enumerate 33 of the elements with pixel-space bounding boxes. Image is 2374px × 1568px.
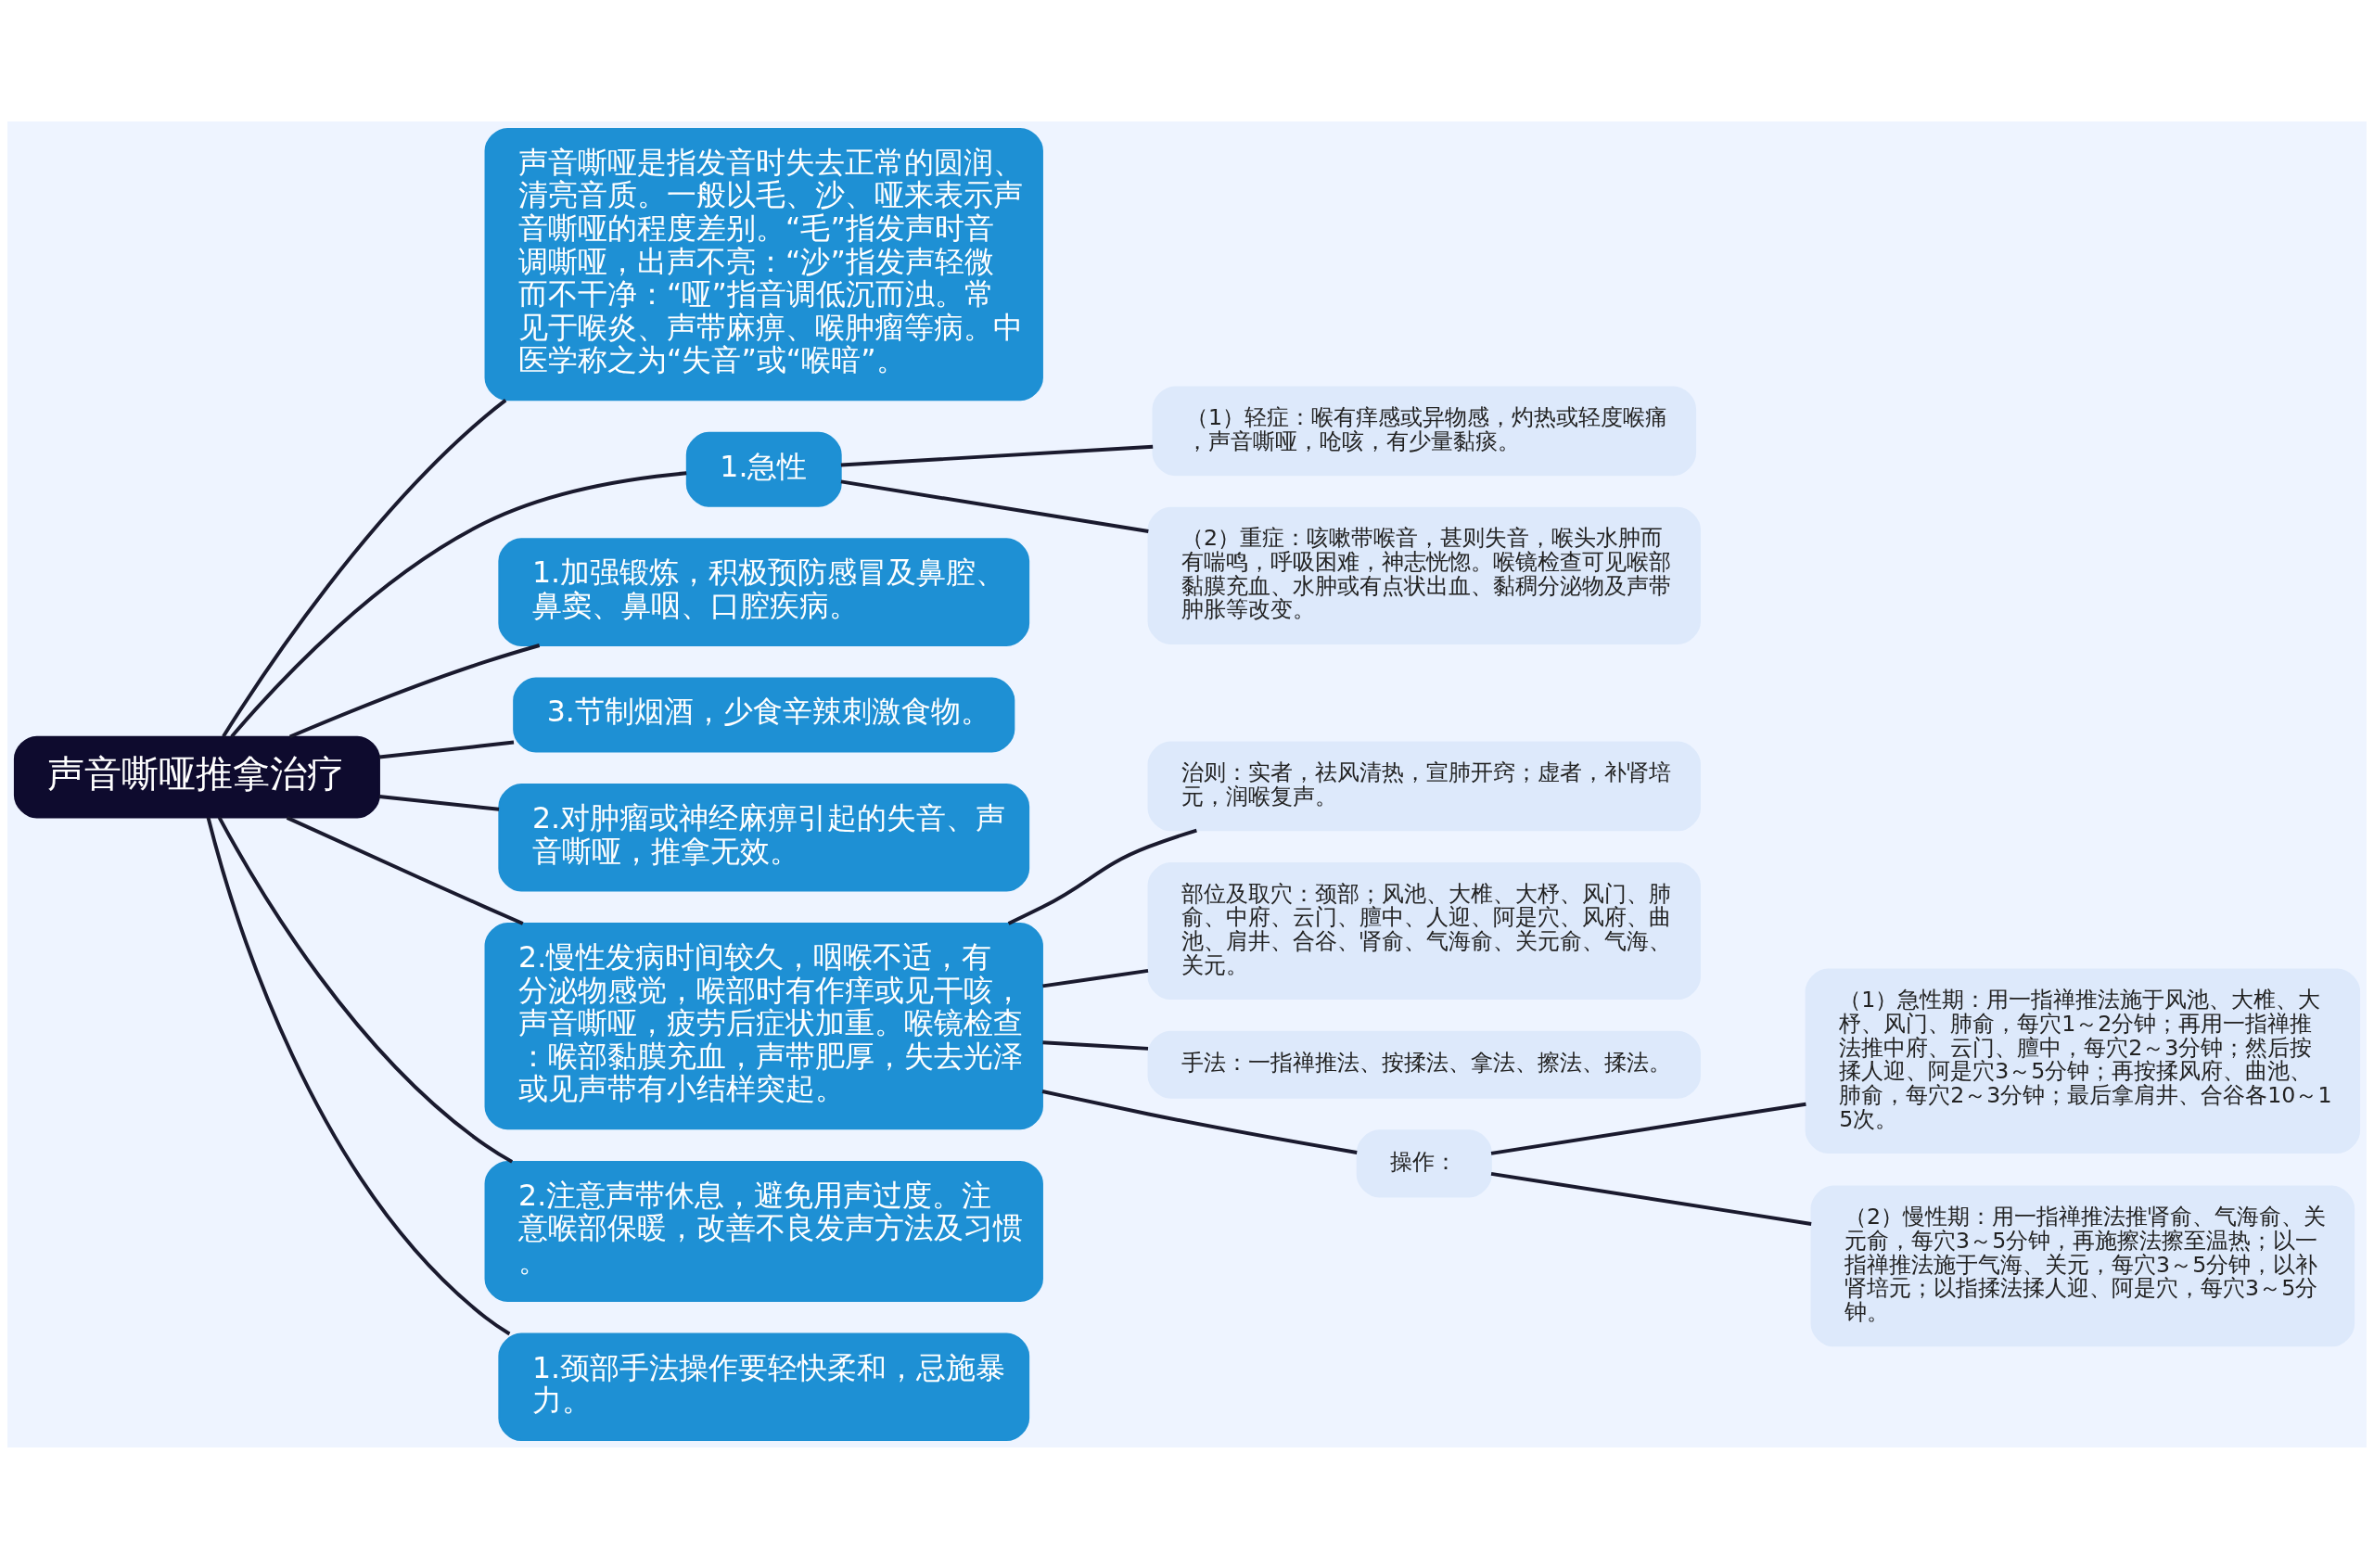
connector xyxy=(1490,1102,1806,1155)
node-box: （1）轻症：喉有痒感或异物感，灼热或轻度喉痛，声音嘶哑，呛咳，有少量黏痰。 xyxy=(1152,385,1697,476)
connector xyxy=(1041,1089,1358,1154)
node-box: 1.颈部手法操作要轻快柔和，忌施暴力。 xyxy=(498,1332,1030,1441)
connector xyxy=(230,470,687,738)
node-box: 1.加强锻炼，积极预防感冒及鼻腔、鼻窦、鼻咽、口腔疾病。 xyxy=(498,537,1030,646)
connector xyxy=(1042,968,1149,988)
connector xyxy=(1042,1039,1149,1051)
connector xyxy=(1007,828,1197,925)
node-box: 手法：一指禅推法、按揉法、拿法、擦法、揉法。 xyxy=(1147,1030,1702,1099)
node-box: 部位及取穴：颈部；风池、大椎、大杼、风门、肺俞、中府、云门、膻中、人迎、阿是穴、风府、曲池、肩井、合谷、肾俞、气海俞、关元俞、气海、关元。 xyxy=(1147,861,1702,1000)
node-box: （1）急性期：用一指禅推法施于风池、大椎、大杼、风门、肺俞，每穴1～2分钟；再用一指禅推法推中府、云门、膻中，每穴2～3分钟；然后按揉人迎、阿是穴3～5分钟；再按揉风府、曲池、肺俞，每穴2～3分钟；最后拿肩井、合谷各10～15次。 xyxy=(1805,968,2361,1154)
node-box: 1.急性 xyxy=(685,431,842,507)
connector xyxy=(840,444,1154,466)
node-box: 2.注意声带休息，避免用声过度。注意喉部保暖，改善不良发声方法及习惯。 xyxy=(484,1160,1043,1302)
node-box: 声音嘶哑推拿治疗 xyxy=(13,735,380,819)
node-box: 2.对肿瘤或神经麻痹引起的失音、声音嘶哑，推拿无效。 xyxy=(498,783,1030,892)
connector xyxy=(222,398,507,737)
node-box: （2）慢性期：用一指禅推法推肾俞、气海俞、关元俞，每穴3～5分钟，再施擦法擦至温热；以一指禅推法施于气海、关元，每穴3～5分钟，以补肾培元；以指揉法揉人迎、阿是穴，每穴3～5分钟。 xyxy=(1810,1185,2355,1346)
connector xyxy=(840,478,1149,533)
connector xyxy=(1490,1171,1812,1226)
node-box: 操作： xyxy=(1356,1128,1492,1197)
connector xyxy=(206,816,511,1335)
connector xyxy=(378,740,515,759)
connector xyxy=(378,794,500,811)
node-box: 治则：实者，祛风清热，宣肺开窍；虚者，补肾培元，润喉复声。 xyxy=(1147,741,1702,831)
connector xyxy=(286,815,524,925)
node-box: （2）重症：咳嗽带喉音，甚则失音，喉头水肿而有喘鸣，呼吸困难，神志恍惚。喉镜检查可见喉部黏膜充血、水肿或有点状出血、黏稠分泌物及声带肿胀等改变。 xyxy=(1147,506,1702,644)
node-box: 2.慢性发病时间较久，咽喉不适，有分泌物感觉，喉部时有作痒或见干咳，声音嘶哑，疲劳后症状加重。喉镜检查：喉部黏膜充血，声带肥厚，失去光泽或见声带有小结样突起。 xyxy=(484,922,1043,1129)
node-box: 声音嘶哑是指发音时失去正常的圆润、清亮音质。一般以毛、沙、哑来表示声音嘶哑的程度差别。“毛”指发声时音调嘶哑，出声不亮：“沙”指发声轻微而不干净：“哑”指音调低沉而浊。常见于喉炎、声带麻痹、喉肿瘤等病。中医学称之为“失音”或“喉暗”。 xyxy=(484,127,1043,401)
node-box: 3.节制烟酒，少食辛辣刺激食物。 xyxy=(513,676,1015,752)
connector xyxy=(217,816,514,1164)
connector xyxy=(288,643,541,738)
